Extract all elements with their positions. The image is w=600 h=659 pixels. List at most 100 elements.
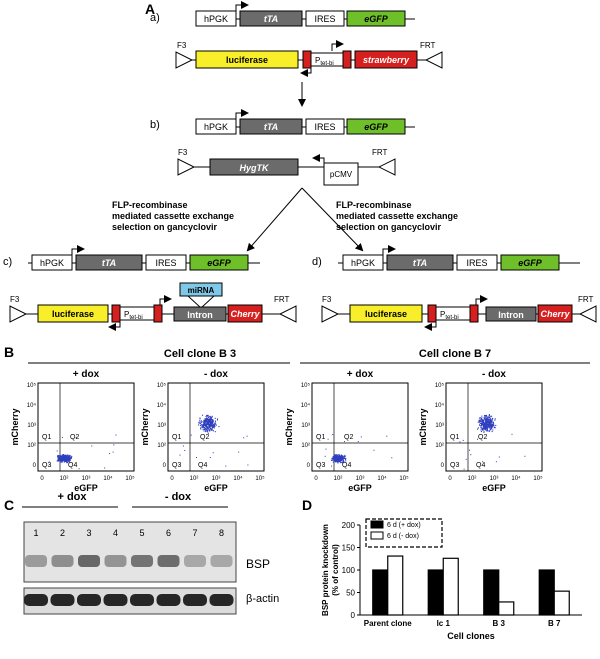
x-tick-label: 10³	[82, 476, 91, 482]
scatter-point	[340, 458, 342, 460]
scatter-point	[332, 461, 334, 463]
scatter-point	[215, 423, 217, 425]
y-tick-label: 10²	[301, 443, 310, 449]
scatter-point	[66, 456, 68, 458]
scatter-point	[479, 422, 481, 424]
scatter-point	[68, 457, 70, 459]
scatter-point	[211, 426, 213, 428]
bsp-band	[210, 555, 233, 567]
scatter-point	[212, 423, 214, 425]
scatter-point	[205, 419, 207, 421]
exchange-line-1: FLP-recombinase	[336, 200, 412, 210]
scatter-point	[69, 456, 71, 458]
scatter-point	[486, 418, 488, 420]
bar	[553, 590, 570, 616]
scatter-point	[208, 416, 210, 418]
scatter-point	[490, 425, 492, 427]
scatter-point	[337, 458, 339, 460]
plot-frame	[311, 382, 409, 472]
luciferase-label: luciferase	[226, 55, 268, 65]
f3-label: F3	[10, 295, 20, 304]
tta-label: tTA	[102, 258, 116, 268]
x-tick-label: lc 1	[437, 619, 451, 628]
scatter-point	[202, 421, 204, 423]
x-tick-label: 10²	[190, 476, 199, 482]
scatter-point	[337, 458, 339, 460]
scatter-point	[212, 424, 214, 426]
scatter-point	[341, 457, 343, 459]
ires-label: IRES	[155, 258, 176, 268]
scatter-points	[459, 414, 526, 470]
scatter-point	[204, 429, 206, 431]
x-tick-label: 10²	[468, 476, 477, 482]
scatter-point	[212, 420, 214, 422]
frt-label: FRT	[372, 148, 388, 157]
scatter-point	[342, 458, 344, 460]
scatter-point	[201, 426, 203, 428]
scatter-point	[336, 461, 338, 463]
ires-label: IRES	[314, 14, 335, 24]
hpgk-label: hPGK	[351, 258, 375, 268]
scatter-point	[488, 414, 490, 416]
scatter-point	[214, 431, 216, 433]
scatter-point	[214, 425, 216, 427]
scatter-point	[335, 461, 337, 463]
scatter-point	[483, 427, 485, 429]
scatter-point	[477, 427, 479, 429]
scatter-point	[202, 424, 204, 426]
y-tick-label: 10³	[157, 423, 166, 429]
scatter-point	[332, 457, 334, 459]
bsp-band	[51, 555, 74, 567]
scatter-point	[60, 459, 62, 461]
scatter-point	[61, 460, 63, 462]
ires-label: IRES	[314, 122, 335, 132]
hygtk-label: HygTK	[240, 163, 271, 173]
scatter-point	[184, 450, 186, 451]
scatter-point	[60, 460, 62, 462]
scatter-point	[209, 421, 211, 423]
scatter-point	[65, 459, 67, 461]
scatter-point	[339, 457, 341, 459]
scatter-point	[488, 415, 490, 417]
x-tick-label: 10⁴	[511, 475, 521, 482]
scatter-point	[495, 461, 497, 463]
scatter-point	[488, 425, 490, 427]
scatter-point	[340, 460, 342, 462]
hpgk-label: hPGK	[204, 14, 228, 24]
scatter-point	[331, 457, 333, 459]
exchange-text-left: FLP-recombinase mediated cassette exchan…	[112, 200, 234, 232]
scatter-point	[341, 455, 343, 457]
scatter-point	[488, 419, 490, 421]
quadrant-label: Q4	[68, 462, 77, 469]
scatter-point	[211, 426, 213, 428]
y-axis-label: mCherry	[418, 408, 428, 445]
scatter-point	[484, 429, 486, 431]
scatter-point	[341, 458, 343, 460]
scatter-point	[59, 460, 61, 462]
scatter-point	[483, 428, 485, 430]
bar	[442, 557, 459, 616]
scatter-point	[338, 454, 340, 456]
scatter-point	[337, 461, 339, 463]
scatter-point	[68, 460, 70, 462]
row-a-label: a)	[150, 12, 160, 24]
scatter-point	[67, 454, 69, 456]
scatter-point	[67, 460, 69, 462]
y-tick-label: 0	[441, 463, 445, 469]
x-axis-label: Cell clones	[447, 631, 495, 641]
y-tick-label: 100	[342, 566, 356, 575]
scatter-point	[65, 459, 67, 461]
scatter-point	[202, 429, 204, 431]
clone-b7-title: Cell clone B 7	[419, 348, 491, 360]
quadrant-label: Q2	[344, 434, 353, 441]
scatter-point	[60, 457, 62, 459]
actin-band-label: β-actin	[246, 593, 279, 605]
scatter-point	[208, 427, 210, 429]
bsp-band	[25, 555, 47, 567]
scatter-point	[209, 423, 211, 425]
scatter-point	[62, 458, 64, 460]
scatter-point	[58, 458, 60, 460]
scatter-point	[324, 455, 326, 457]
scatter-point	[339, 460, 341, 462]
condition-label: - dox	[204, 369, 228, 380]
